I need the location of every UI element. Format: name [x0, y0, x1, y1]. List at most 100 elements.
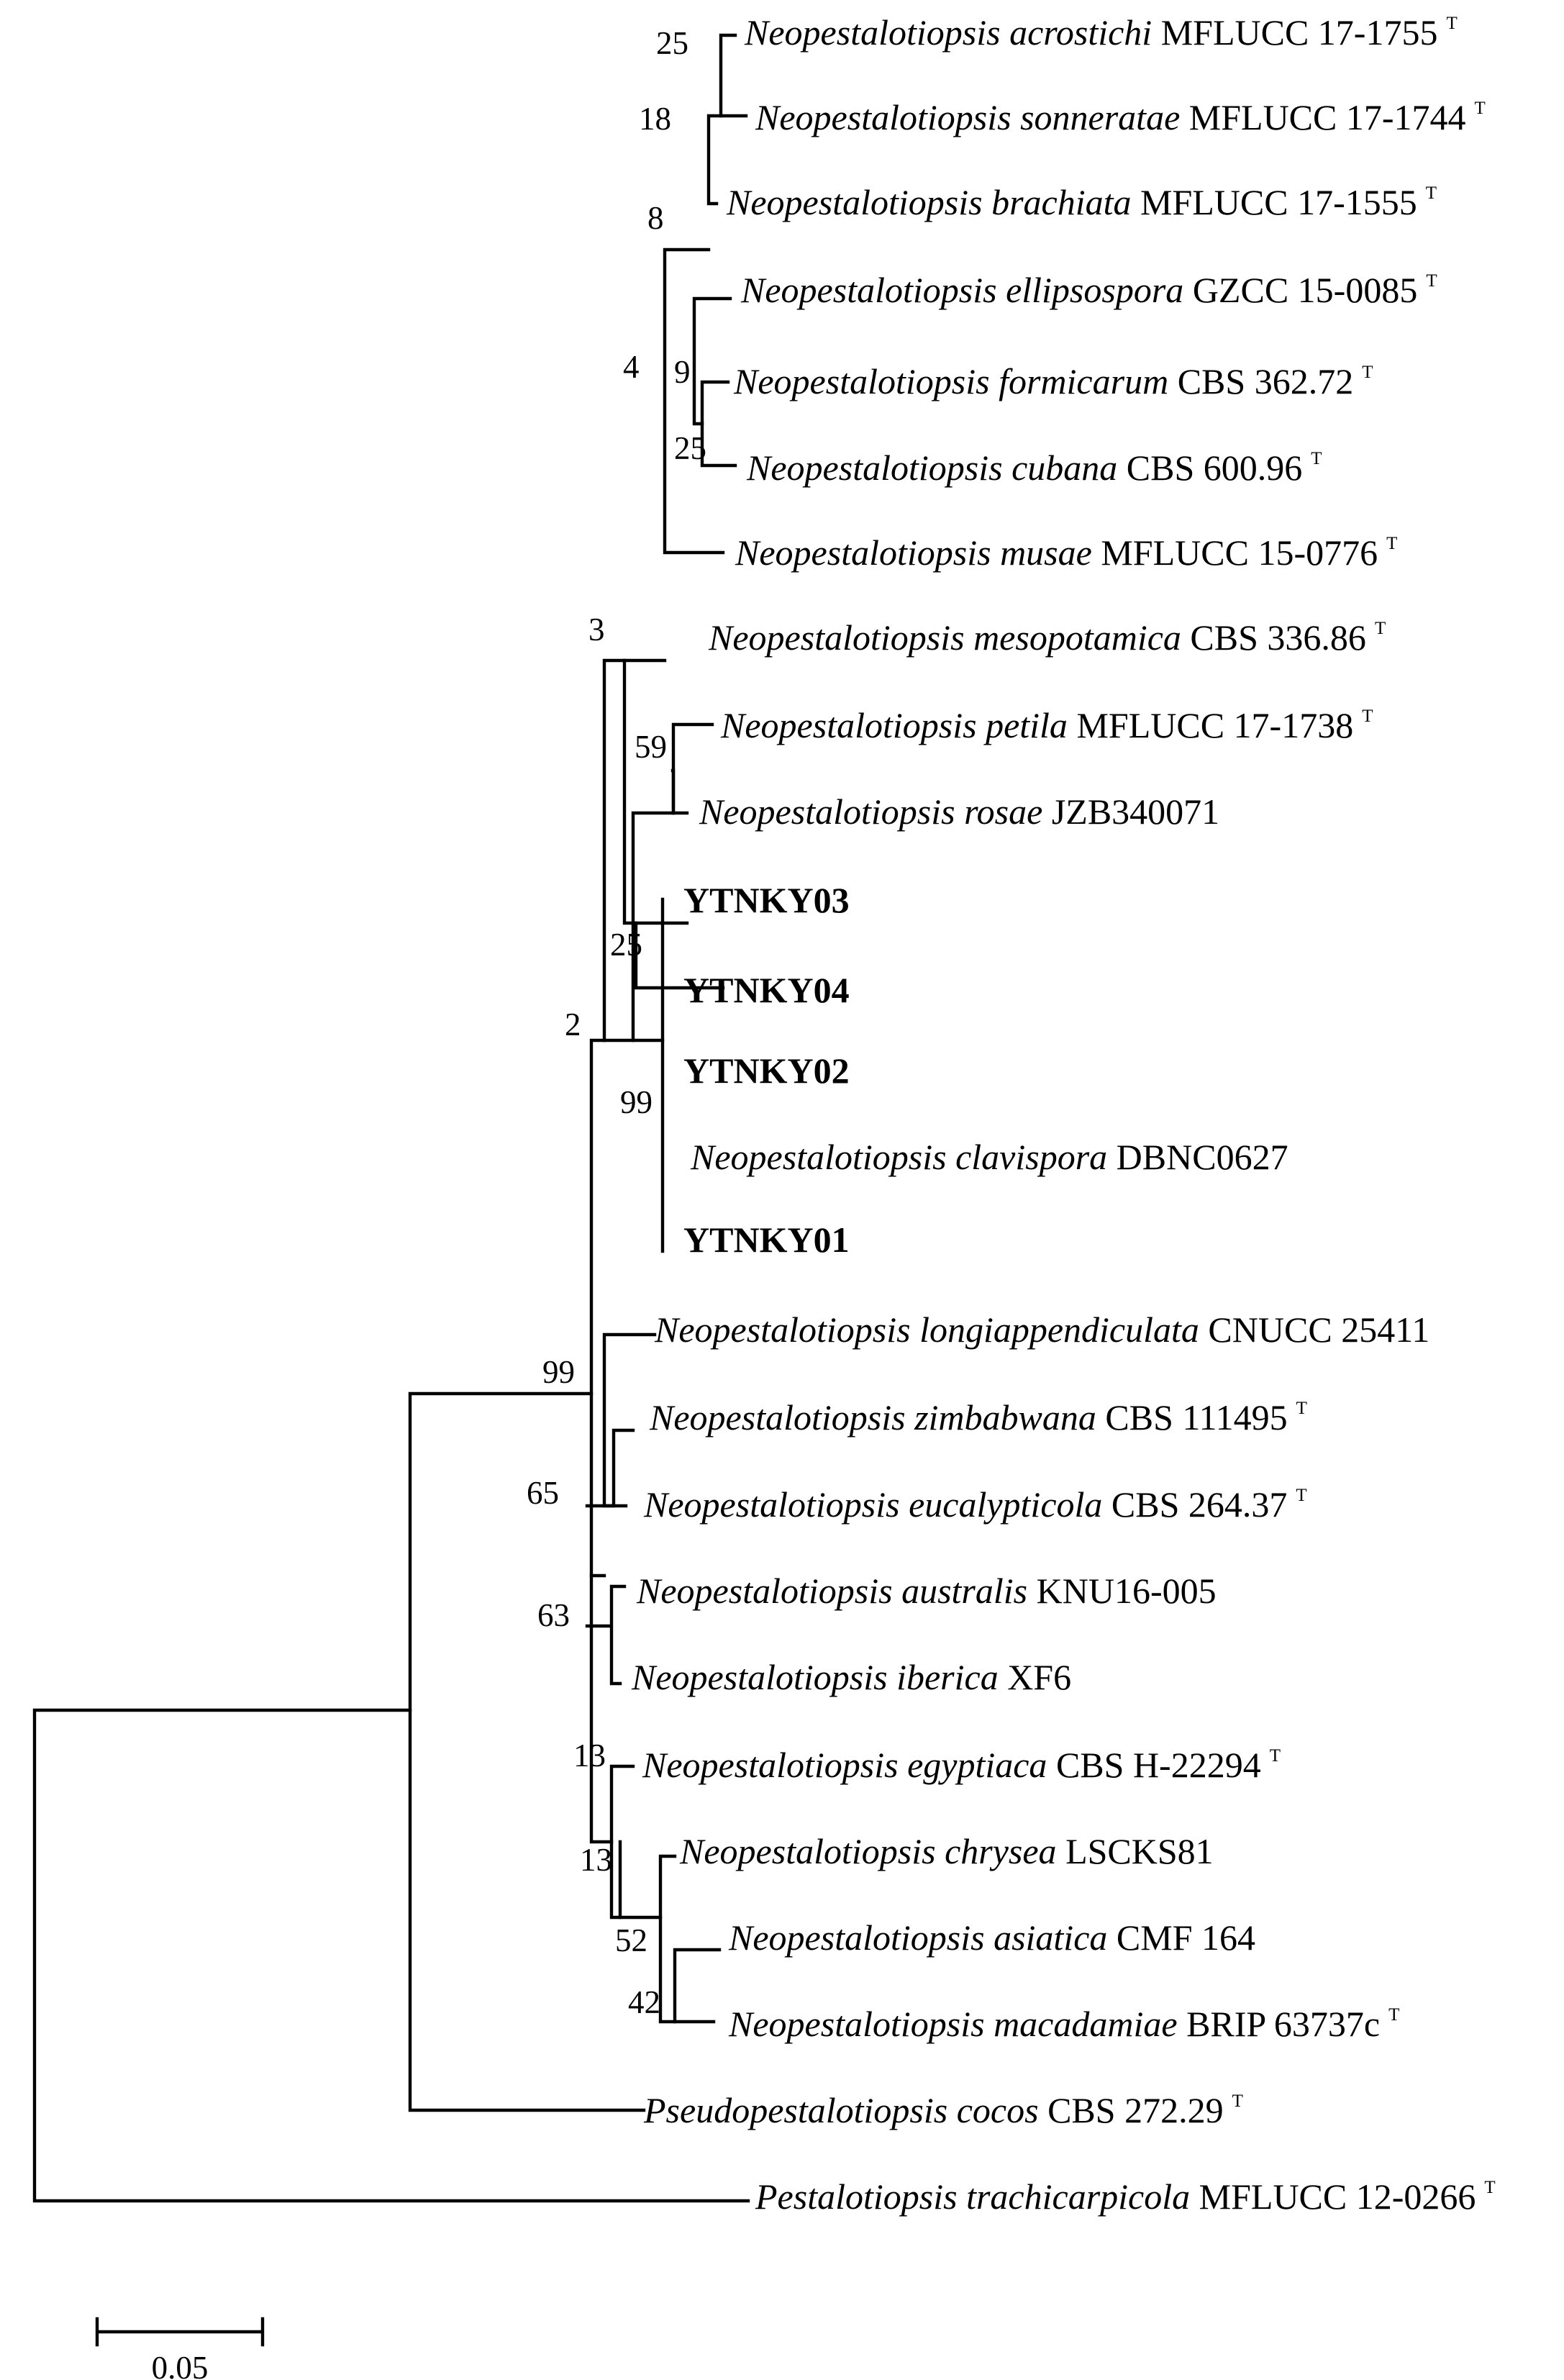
bootstrap-value: 9 — [674, 354, 691, 390]
taxon-label: Neopestalotiopsis acrostichi MFLUCC 17-1… — [744, 12, 1458, 53]
taxon-species-name: Neopestalotiopsis zimbabwana — [649, 1397, 1096, 1437]
bootstrap-value: 13 — [580, 1842, 612, 1878]
type-strain-marker: T — [1426, 271, 1437, 291]
taxon-strain: LSCKS81 — [1057, 1831, 1214, 1871]
taxon-label: Neopestalotiopsis petila MFLUCC 17-1738 T — [720, 705, 1373, 745]
taxon-label: YTNKY04 — [683, 970, 850, 1010]
type-strain-marker: T — [1296, 1486, 1306, 1505]
taxon-strain: KNU16-005 — [1027, 1571, 1216, 1611]
taxon-species-name: Neopestalotiopsis longiappendiculata — [654, 1309, 1199, 1350]
taxon-strain: YTNKY02 — [683, 1050, 850, 1091]
taxon-label: Pestalotiopsis trachicarpicola MFLUCC 12… — [755, 2176, 1496, 2217]
bootstrap-value: 2 — [565, 1007, 581, 1043]
subclade-4-branch — [622, 658, 667, 925]
type-strain-marker: T — [1475, 99, 1486, 118]
taxon-species-name: Neopestalotiopsis cubana — [746, 448, 1117, 488]
taxon-strain: CBS 600.96 — [1117, 448, 1302, 488]
taxon-label: Neopestalotiopsis sonneratae MFLUCC 17-1… — [755, 97, 1486, 137]
taxon-species-name: Neopestalotiopsis musae — [735, 532, 1092, 573]
subclade-8-branch — [663, 247, 725, 555]
subclade-65-branch — [585, 1428, 635, 1508]
bootstrap-value: 42 — [628, 1984, 660, 2020]
type-strain-marker: T — [1426, 183, 1437, 203]
bootstrap-value: 99 — [620, 1084, 653, 1120]
taxon-species-name: Neopestalotiopsis brachiata — [726, 182, 1132, 222]
lower-clade-branch — [589, 1573, 614, 1844]
taxon-species-name: Neopestalotiopsis eucalypticola — [643, 1484, 1102, 1525]
taxon-strain: MFLUCC 17-1744 — [1180, 97, 1465, 137]
type-strain-marker: T — [1362, 707, 1373, 726]
taxon-label: YTNKY02 — [683, 1050, 850, 1091]
taxon-species-name: Pseudopestalotiopsis cocos — [643, 2090, 1039, 2130]
subclade-9-branch — [692, 296, 732, 426]
taxon-species-name: Neopestalotiopsis clavispora — [690, 1137, 1107, 1177]
bootstrap-value: 25 — [674, 430, 706, 466]
bootstrap-value: 59 — [635, 729, 667, 765]
bootstrap-value: 4 — [623, 349, 640, 385]
taxon-label: Pseudopestalotiopsis cocos CBS 272.29 T — [643, 2090, 1243, 2130]
bootstrap-value: 3 — [588, 612, 605, 648]
taxon-strain: MFLUCC 17-1738 — [1068, 705, 1353, 745]
taxon-label: Neopestalotiopsis ellipsospora GZCC 15-0… — [740, 270, 1437, 310]
taxon-label: Neopestalotiopsis zimbabwana CBS 111495 T — [649, 1397, 1307, 1437]
taxon-species-name: Neopestalotiopsis macadamiae — [728, 2004, 1178, 2044]
type-strain-marker: T — [1296, 1399, 1307, 1418]
taxon-label: Neopestalotiopsis clavispora DBNC0627 — [690, 1137, 1288, 1177]
root-branch — [32, 1708, 750, 2203]
taxon-strain: CBS 111495 — [1096, 1397, 1288, 1437]
taxon-species-name: Neopestalotiopsis formicarum — [733, 361, 1168, 401]
bootstrap-value: 63 — [537, 1597, 570, 1633]
taxon-species-name: Neopestalotiopsis petila — [720, 705, 1068, 745]
taxon-species-name: Neopestalotiopsis chrysea — [679, 1831, 1057, 1871]
taxon-species-name: Neopestalotiopsis ellipsospora — [740, 270, 1183, 310]
bootstrap-value: 52 — [615, 1922, 647, 1958]
subclade-63-branch — [585, 1584, 627, 1686]
taxon-strain: MFLUCC 12-0266 — [1190, 2176, 1476, 2217]
subclade-18-branch — [706, 114, 723, 206]
taxon-label: YTNKY03 — [683, 880, 850, 920]
subclade-13a-branch — [609, 1764, 635, 1920]
taxon-strain: MFLUCC 17-1555 — [1132, 182, 1417, 222]
taxon-label: Neopestalotiopsis australis KNU16-005 — [636, 1571, 1217, 1611]
taxon-label: Neopestalotiopsis chrysea LSCKS81 — [679, 1831, 1214, 1871]
type-strain-marker: T — [1232, 2091, 1243, 2111]
taxon-strain: CMF 164 — [1107, 1917, 1255, 1958]
taxon-strain: CBS 272.29 — [1039, 2090, 1224, 2130]
taxon-species-name: Neopestalotiopsis rosae — [699, 791, 1042, 832]
taxon-label: Neopestalotiopsis macadamiae BRIP 63737c… — [728, 2004, 1399, 2044]
taxon-label: Neopestalotiopsis rosae JZB340071 — [699, 791, 1219, 832]
bootstrap-value: 13 — [573, 1738, 606, 1773]
taxon-labels: Neopestalotiopsis acrostichi MFLUCC 17-1… — [631, 12, 1496, 2217]
tree-branches — [32, 33, 750, 2203]
taxon-strain: MFLUCC 17-1755 — [1152, 12, 1437, 53]
taxon-strain: MFLUCC 15-0776 — [1092, 532, 1378, 573]
taxon-species-name: Neopestalotiopsis acrostichi — [744, 12, 1152, 53]
taxon-species-name: Neopestalotiopsis australis — [636, 1571, 1027, 1611]
taxon-strain: BRIP 63737c — [1178, 2004, 1381, 2044]
taxon-label: Neopestalotiopsis brachiata MFLUCC 17-15… — [726, 182, 1437, 222]
taxon-species-name: Neopestalotiopsis asiatica — [728, 1917, 1107, 1958]
type-strain-marker: T — [1270, 1746, 1281, 1766]
taxon-species-name: Pestalotiopsis trachicarpicola — [755, 2176, 1190, 2217]
taxon-label: Neopestalotiopsis iberica XF6 — [631, 1657, 1071, 1697]
subclade-59-top-branch — [671, 722, 714, 815]
taxon-strain: GZCC 15-0085 — [1183, 270, 1417, 310]
type-strain-marker: T — [1484, 2178, 1495, 2197]
taxon-strain: JZB340071 — [1042, 791, 1219, 832]
bootstrap-values: 25 18 8 9 25 4 3 59 25 99 2 99 65 63 13 … — [527, 25, 706, 2020]
type-strain-marker: T — [1362, 363, 1373, 382]
taxon-strain: CNUCC 25411 — [1199, 1309, 1429, 1350]
scale-bar: 0.05 — [95, 2317, 265, 2380]
bootstrap-value: 99 — [542, 1354, 575, 1390]
taxon-label: Neopestalotiopsis mesopotamica CBS 336.8… — [708, 617, 1386, 658]
ingroup-split-branch — [408, 1391, 646, 2112]
bootstrap-value: 25 — [610, 927, 642, 963]
taxon-species-name: Neopestalotiopsis sonneratae — [755, 97, 1180, 137]
bootstrap-value: 18 — [639, 101, 671, 137]
taxon-label: Neopestalotiopsis longiappendiculata CNU… — [654, 1309, 1429, 1350]
type-strain-marker: T — [1375, 619, 1386, 638]
